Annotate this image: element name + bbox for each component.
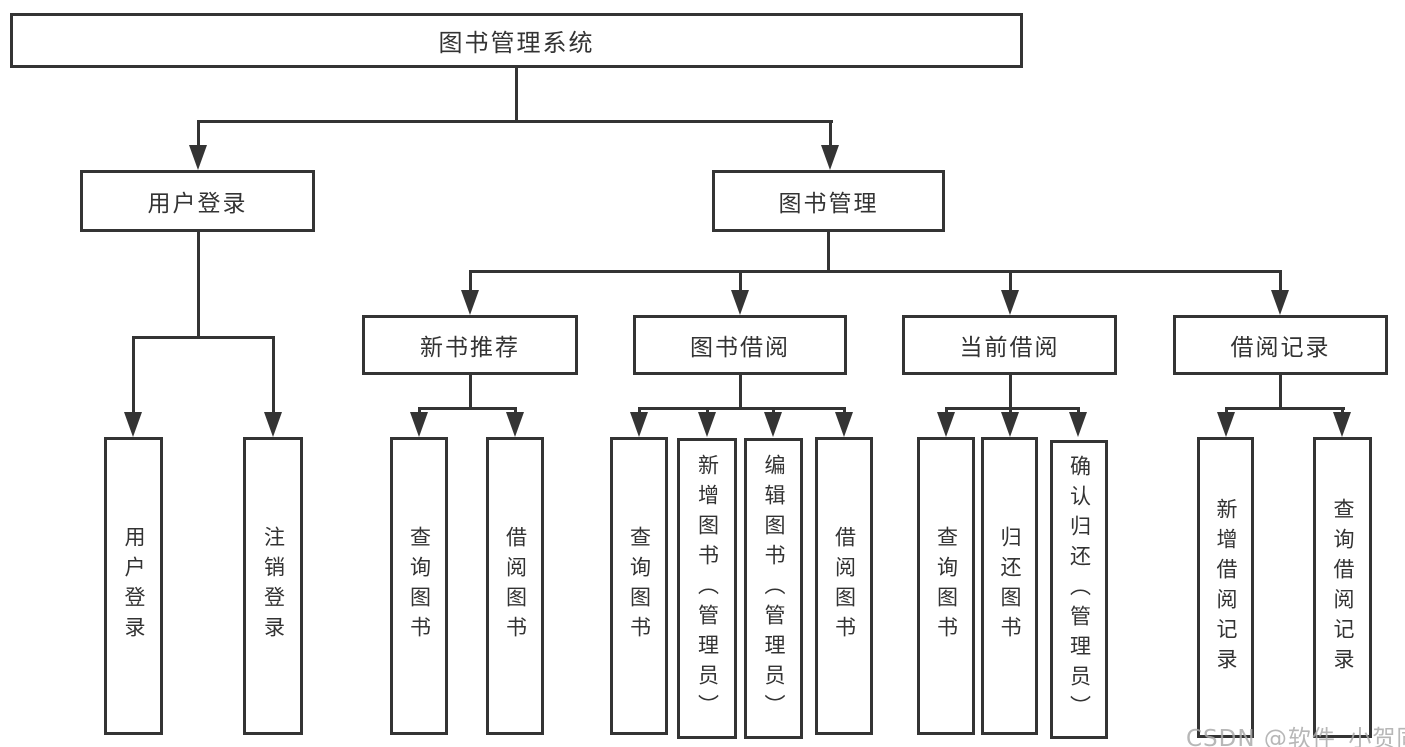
connector-leaf-rail <box>1225 407 1345 410</box>
arrowhead-down-icon <box>1001 290 1019 315</box>
arrowhead-down-icon <box>264 412 282 437</box>
node-leaf-borrow-books-2-label: 借阅图书 <box>832 526 857 646</box>
connector-leaf-rail <box>638 407 846 410</box>
node-user-login: 用户登录 <box>80 170 315 232</box>
connector-module-drop <box>1279 270 1282 295</box>
node-leaf-query-borrow-record: 查询借阅记录 <box>1313 437 1372 738</box>
connector-user-login-drop <box>197 120 200 150</box>
node-borrow-records: 借阅记录 <box>1173 315 1388 375</box>
node-leaf-user-login-label: 用户登录 <box>122 526 146 646</box>
node-leaf-add-borrow-record-label: 新增借阅记录 <box>1214 497 1238 678</box>
node-current-borrowing: 当前借阅 <box>902 315 1117 375</box>
connector-leaf-rail <box>418 407 517 410</box>
node-leaf-logout: 注销登录 <box>243 437 303 735</box>
node-leaf-query-books-2: 查询图书 <box>610 437 668 735</box>
connector-book-mgmt-drop <box>829 120 832 150</box>
arrowhead-down-icon <box>1271 290 1289 315</box>
arrowhead-down-icon <box>1001 412 1019 437</box>
node-leaf-borrow-books-1: 借阅图书 <box>486 437 544 735</box>
arrowhead-down-icon <box>1069 412 1087 437</box>
arrowhead-down-icon <box>189 145 207 170</box>
arrowhead-down-icon <box>1217 412 1235 437</box>
connector-module-stub <box>469 375 472 407</box>
node-leaf-add-borrow-record: 新增借阅记录 <box>1197 437 1254 738</box>
connector-module-drop <box>1009 270 1012 295</box>
node-root: 图书管理系统 <box>10 13 1023 68</box>
node-leaf-return-books: 归还图书 <box>981 437 1038 735</box>
node-leaf-query-books-3-label: 查询图书 <box>934 526 959 646</box>
node-leaf-add-book-admin: 新增图书（管理员） <box>677 438 737 739</box>
connector-module-stub <box>1009 375 1012 407</box>
node-book-management: 图书管理 <box>712 170 945 232</box>
connector-book-mgmt-stub <box>827 232 830 270</box>
connector-leaf-rail <box>945 407 1080 410</box>
connector-level3-rail <box>469 270 1282 273</box>
arrowhead-down-icon <box>731 290 749 315</box>
connector-module-stub <box>739 375 742 407</box>
node-leaf-logout-label: 注销登录 <box>261 526 286 646</box>
node-leaf-borrow-books-2: 借阅图书 <box>815 437 873 735</box>
connector-module-drop <box>469 270 472 295</box>
arrowhead-down-icon <box>1333 412 1351 437</box>
arrowhead-down-icon <box>506 412 524 437</box>
node-leaf-query-borrow-record-label: 查询借阅记录 <box>1331 497 1355 678</box>
arrowhead-down-icon <box>124 412 142 437</box>
arrowhead-down-icon <box>698 412 716 437</box>
connector-user-login-rail <box>132 336 275 339</box>
node-book-borrowing: 图书借阅 <box>633 315 847 375</box>
connector-level2-rail <box>197 120 833 123</box>
arrowhead-down-icon <box>461 290 479 315</box>
arrowhead-down-icon <box>821 145 839 170</box>
node-leaf-query-books-3: 查询图书 <box>917 437 975 735</box>
connector-module-drop <box>739 270 742 295</box>
arrowhead-down-icon <box>630 412 648 437</box>
csdn-watermark: CSDN @软件_小贺同学 <box>1186 726 1405 747</box>
arrowhead-down-icon <box>937 412 955 437</box>
node-new-book-recommend-label: 新书推荐 <box>420 335 520 361</box>
node-leaf-confirm-return-admin: 确认归还（管理员） <box>1050 440 1108 739</box>
node-leaf-query-books-1: 查询图书 <box>390 437 448 735</box>
node-leaf-return-books-label: 归还图书 <box>998 526 1022 646</box>
node-borrow-records-label: 借阅记录 <box>1230 335 1331 361</box>
arrowhead-down-icon <box>764 412 782 437</box>
arrowhead-down-icon <box>835 412 853 437</box>
node-book-management-label: 图书管理 <box>778 191 879 217</box>
node-root-label: 图书管理系统 <box>438 29 595 57</box>
connector-leaf-drop <box>272 336 275 416</box>
node-leaf-user-login: 用户登录 <box>104 437 163 735</box>
connector-user-login-stub <box>197 232 200 336</box>
node-leaf-edit-book-admin-label: 编辑图书（管理员） <box>762 453 786 724</box>
node-leaf-confirm-return-admin-label: 确认归还（管理员） <box>1067 454 1092 725</box>
node-new-book-recommend: 新书推荐 <box>362 315 578 375</box>
node-leaf-query-books-1-label: 查询图书 <box>407 526 432 646</box>
node-leaf-borrow-books-1-label: 借阅图书 <box>503 526 528 646</box>
node-leaf-edit-book-admin: 编辑图书（管理员） <box>744 438 803 739</box>
connector-module-stub <box>1279 375 1282 407</box>
node-book-borrowing-label: 图书借阅 <box>690 335 790 361</box>
connector-root-stub <box>515 68 518 120</box>
node-user-login-label: 用户登录 <box>147 191 248 217</box>
node-current-borrowing-label: 当前借阅 <box>959 335 1060 361</box>
node-leaf-query-books-2-label: 查询图书 <box>627 526 652 646</box>
node-leaf-add-book-admin-label: 新增图书（管理员） <box>695 453 720 724</box>
arrowhead-down-icon <box>410 412 428 437</box>
connector-leaf-drop <box>132 336 135 416</box>
